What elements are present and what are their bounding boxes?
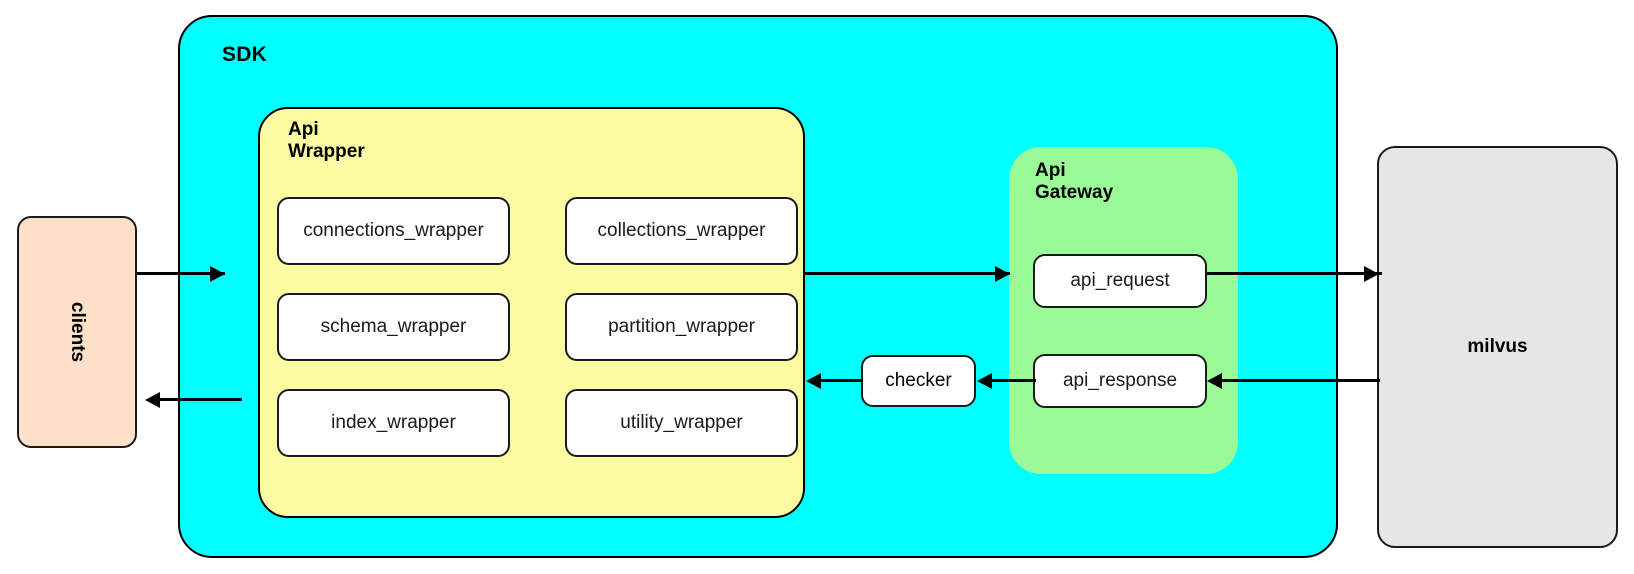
wrapper-box-label: connections_wrapper [303,220,484,241]
sdk-label: SDK [222,43,267,66]
arrow-api-request-to-milvus [1207,272,1382,275]
wrapper-box-index[interactable]: index_wrapper [277,389,510,457]
arrowhead-right-icon [210,266,225,282]
wrapper-box-label: schema_wrapper [320,316,467,337]
arrow-api-wrapper-to-api-gateway [805,272,1010,275]
wrapper-box-utility[interactable]: utility_wrapper [565,389,798,457]
api-gateway-container[interactable]: Api Gateway [1009,147,1238,474]
wrapper-box-label: utility_wrapper [620,412,743,433]
arrowhead-left-icon [145,392,160,408]
wrapper-box-schema[interactable]: schema_wrapper [277,293,510,361]
gateway-box-api-response[interactable]: api_response [1033,354,1207,408]
arrow-milvus-to-api-response [1220,379,1380,382]
arrowhead-right-icon [1364,266,1379,282]
api-gateway-label: Api Gateway [1035,160,1114,203]
checker-label: checker [885,370,952,391]
arrow-checker-to-api-wrapper [821,379,863,382]
wrapper-box-label: collections_wrapper [597,220,766,241]
gateway-box-label: api_request [1070,270,1170,291]
arrowhead-left-icon [806,373,821,389]
arrow-clients-to-api-wrapper [137,272,225,275]
gateway-box-label: api_response [1062,370,1178,391]
checker-node[interactable]: checker [861,355,976,407]
arrowhead-right-icon [995,266,1010,282]
wrapper-box-label: index_wrapper [331,412,456,433]
wrapper-box-collections[interactable]: collections_wrapper [565,197,798,265]
arrowhead-left-icon [977,373,992,389]
wrapper-box-partition[interactable]: partition_wrapper [565,293,798,361]
milvus-node[interactable]: milvus [1377,146,1618,548]
wrapper-box-connections[interactable]: connections_wrapper [277,197,510,265]
arrow-api-response-to-checker [990,379,1036,382]
wrapper-box-label: partition_wrapper [608,316,755,337]
arrowhead-left-icon [1207,373,1222,389]
milvus-label: milvus [1467,336,1528,357]
api-wrapper-label: Api Wrapper [288,119,365,162]
clients-node[interactable]: clients [17,216,137,448]
arrow-api-wrapper-to-clients [160,398,242,401]
clients-label: clients [66,301,88,363]
gateway-box-api-request[interactable]: api_request [1033,254,1207,308]
